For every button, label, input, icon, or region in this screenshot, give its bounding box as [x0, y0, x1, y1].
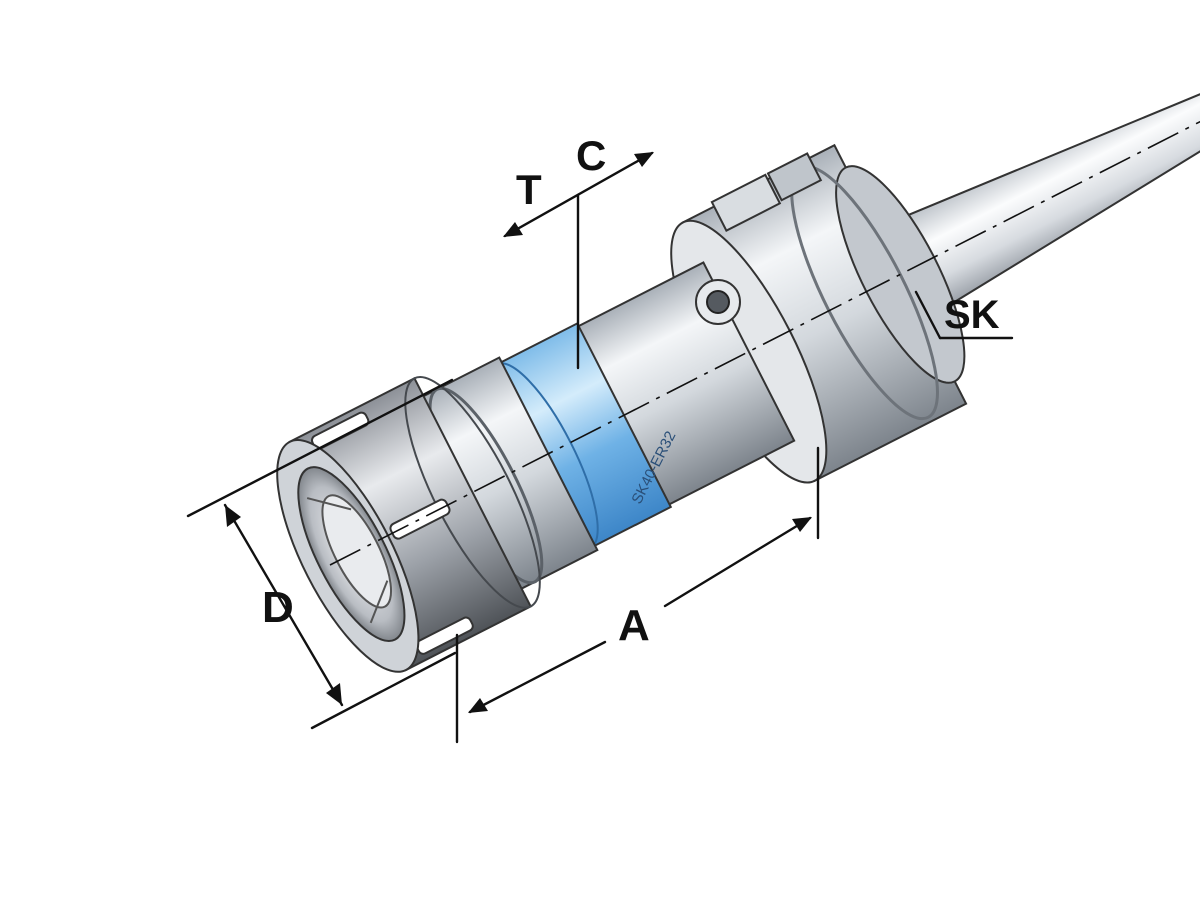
- label-a: A: [618, 601, 650, 650]
- label-c: C: [576, 132, 606, 179]
- dimension-a: [455, 446, 820, 744]
- dimension-sk: [914, 290, 1014, 340]
- coolant-port: [695, 279, 741, 325]
- dimension-tc: [503, 151, 654, 370]
- center-axis: [329, 55, 1200, 566]
- label-sk: SK: [944, 293, 1000, 337]
- collet-slit: [369, 580, 389, 624]
- coolant-port-hole: [706, 290, 730, 314]
- dimension-d: [186, 378, 457, 730]
- tool-holder-body: [276, 55, 1200, 673]
- label-t: T: [516, 166, 542, 213]
- collet-slit: [306, 497, 352, 511]
- drive-key: [766, 152, 823, 202]
- label-d: D: [262, 583, 294, 632]
- drive-slot: [710, 173, 782, 232]
